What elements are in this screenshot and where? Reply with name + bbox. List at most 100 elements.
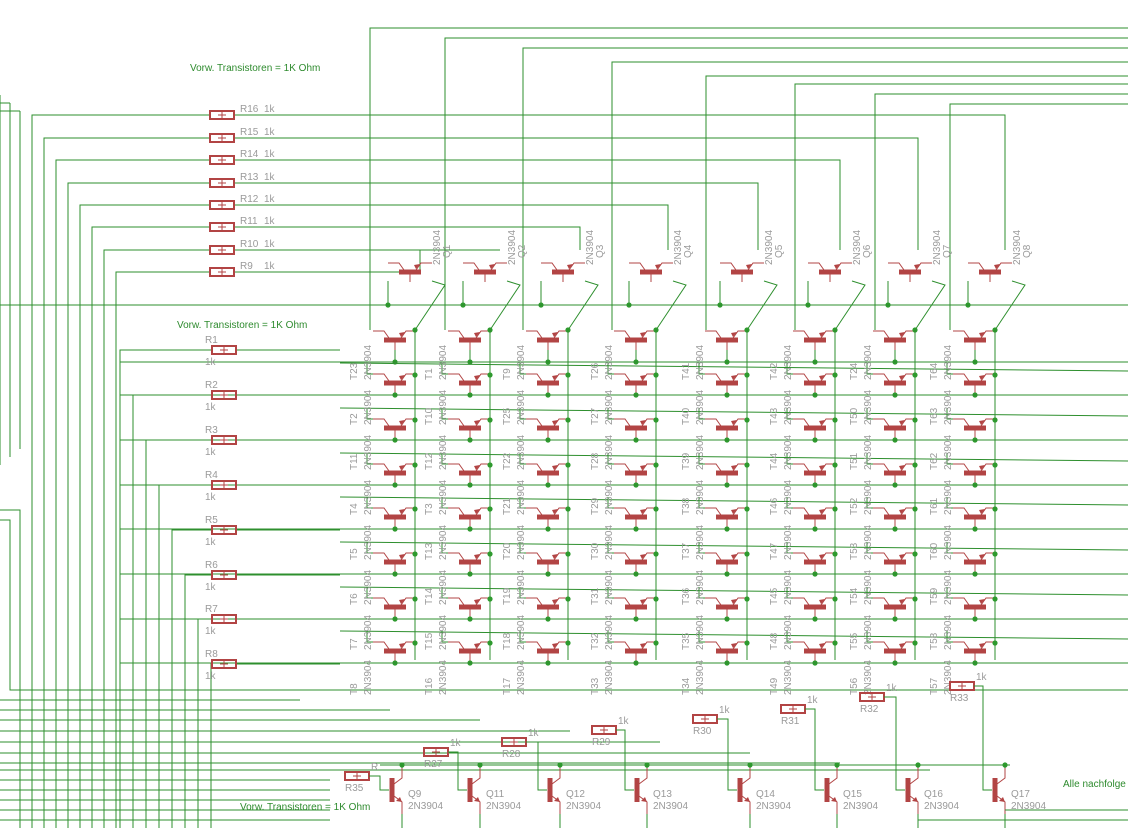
wire xyxy=(339,362,1128,372)
transistor-collector xyxy=(720,262,737,271)
resistor xyxy=(209,155,235,165)
transistor xyxy=(992,768,1006,814)
transistor xyxy=(373,507,417,527)
part-label: R8 xyxy=(205,649,218,660)
wire xyxy=(994,280,1026,331)
transistor-emitter xyxy=(835,262,852,271)
transistor-base-bar xyxy=(716,337,738,343)
junction-dot xyxy=(653,462,659,468)
emitter-arrow xyxy=(912,797,918,802)
emitter-arrow xyxy=(399,420,405,425)
part-label: 1k xyxy=(976,672,988,683)
transistor xyxy=(953,641,997,661)
transistor-collector xyxy=(953,597,970,606)
emitter-arrow xyxy=(899,420,905,425)
wire xyxy=(705,75,1128,330)
resistor-body xyxy=(211,435,237,445)
wire xyxy=(526,741,547,791)
transistor-collector xyxy=(526,597,543,606)
part-type-label: 2N3904 xyxy=(566,801,601,812)
emitter-arrow xyxy=(831,797,837,802)
wire xyxy=(949,103,1128,330)
junction-dot xyxy=(912,551,918,557)
emitter-arrow xyxy=(834,264,840,269)
part-type-label: 2N3904 xyxy=(438,525,449,560)
transistor-collector xyxy=(551,768,561,785)
part-label: 1k xyxy=(205,582,217,593)
transistor xyxy=(547,768,561,814)
emitter-arrow xyxy=(640,643,646,648)
transistor-base-bar xyxy=(964,425,986,431)
transistor-label: T23 xyxy=(349,362,360,380)
transistor-emitter xyxy=(638,795,648,814)
transistor-base-bar xyxy=(804,648,826,654)
transistor xyxy=(373,463,417,483)
part-type-label: 2N3904 xyxy=(863,525,874,560)
transistor-collector xyxy=(705,373,722,382)
junction-dot xyxy=(412,551,418,557)
transistor-base-bar xyxy=(537,648,559,654)
transistor-base-bar xyxy=(804,514,826,520)
transistor-base-bar xyxy=(459,514,481,520)
transistor xyxy=(873,373,917,393)
part-type-label: 2N3904 xyxy=(516,345,527,380)
part-label: 1k xyxy=(264,239,276,250)
part-type-label: 2N3904 xyxy=(863,480,874,515)
junction-dot xyxy=(744,417,750,423)
transistor-label: T33 xyxy=(590,677,601,695)
emitter-arrow xyxy=(979,465,985,470)
emitter-arrow xyxy=(731,420,737,425)
part-type-label: 2N3904 xyxy=(653,801,688,812)
part-label: R15 xyxy=(240,127,259,138)
transistor-collector xyxy=(526,373,543,382)
transistor xyxy=(526,330,570,350)
part-label: R10 xyxy=(240,239,259,250)
transistor-base-bar xyxy=(884,425,906,431)
part-type-label: 2N3904 xyxy=(486,801,521,812)
transistor-label: T7 xyxy=(349,638,360,650)
wire xyxy=(946,587,953,599)
part-type-label: 2N3904 xyxy=(516,615,527,650)
part-type-label: 2N3904 xyxy=(695,570,706,605)
part-type-label: 2N3904 xyxy=(863,435,874,470)
wire xyxy=(67,182,210,690)
emitter-arrow xyxy=(552,332,558,337)
transistor-label: T38 xyxy=(681,497,692,515)
transistor xyxy=(629,262,673,282)
wire xyxy=(234,250,421,273)
emitter-arrow xyxy=(899,643,905,648)
transistor-collector xyxy=(614,330,631,339)
wire xyxy=(866,631,873,643)
part-type-label: 2N3904 xyxy=(863,615,874,650)
transistor-collector xyxy=(373,463,390,472)
emitter-arrow xyxy=(474,599,480,604)
transistor-collector xyxy=(526,552,543,561)
transistor xyxy=(793,507,837,527)
transistor-base-bar xyxy=(992,778,998,802)
driver-label: Q5 xyxy=(774,244,785,258)
wire xyxy=(522,47,1128,330)
junction-dot xyxy=(565,551,571,557)
transistor-base-bar xyxy=(537,559,559,565)
part-label: R35 xyxy=(345,783,364,794)
part-label: 1k xyxy=(205,671,217,682)
transistor-base-bar xyxy=(634,778,640,802)
transistor xyxy=(614,641,658,661)
transistor-label: T59 xyxy=(929,587,940,605)
resistor xyxy=(211,480,237,490)
transistor xyxy=(634,768,648,814)
transistor xyxy=(705,373,749,393)
note-text: Vorw. Transistoren = 1K Ohm xyxy=(240,802,370,813)
transistor xyxy=(953,597,997,617)
transistor-base-bar xyxy=(716,559,738,565)
junction-dot xyxy=(992,640,998,646)
wire xyxy=(866,587,873,599)
junction-dot xyxy=(832,506,838,512)
emitter-arrow xyxy=(640,420,646,425)
transistor-collector xyxy=(793,507,810,516)
transistor xyxy=(373,552,417,572)
junction-dot xyxy=(832,551,838,557)
wire xyxy=(519,408,526,420)
junction-dot xyxy=(653,506,659,512)
